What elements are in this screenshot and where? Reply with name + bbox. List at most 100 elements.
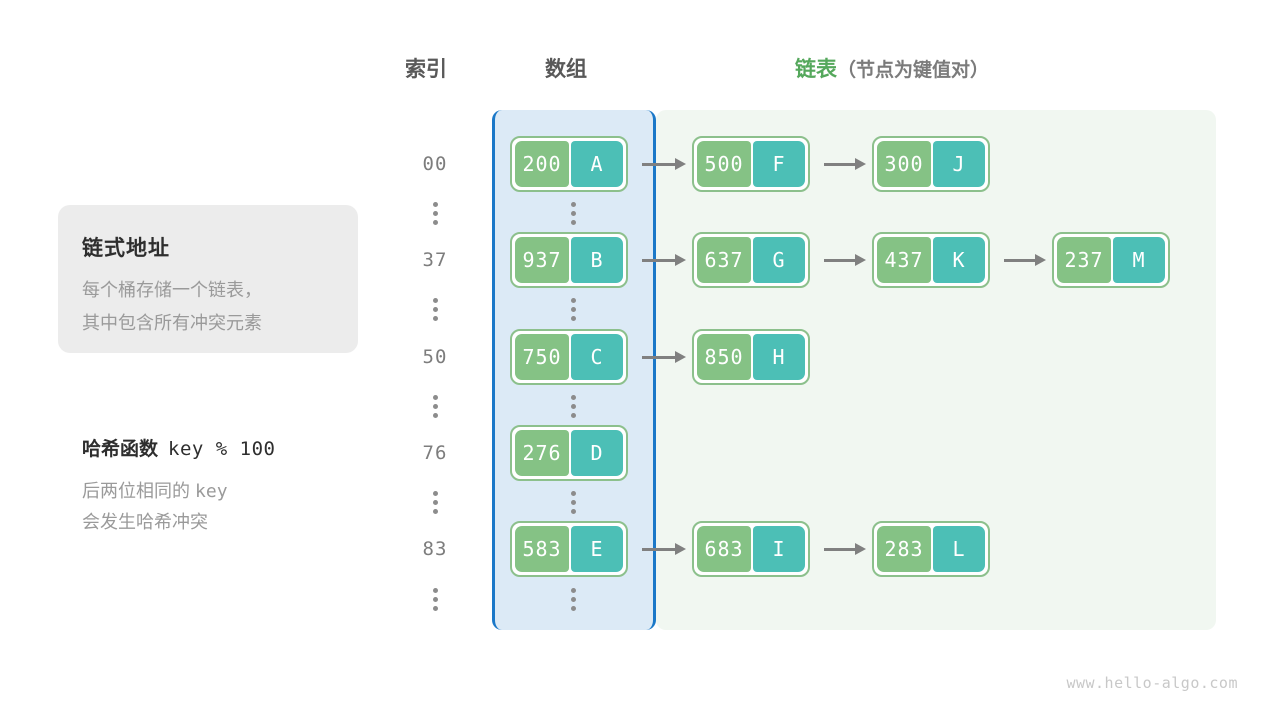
- array-ellipsis: [571, 491, 576, 514]
- ellipsis-dot: [571, 509, 576, 514]
- arrow-shaft: [1004, 258, 1035, 262]
- chain-node-key: 637: [697, 237, 751, 283]
- index-ellipsis: [433, 588, 438, 611]
- info-card-body-line1: 每个桶存储一个链表，: [82, 280, 262, 300]
- row-index-label: 76: [422, 442, 448, 464]
- ellipsis-dot: [571, 298, 576, 303]
- chain-node-value: L: [933, 526, 985, 572]
- chain-node-value: J: [933, 141, 985, 187]
- hash-function-formula: key % 100: [168, 438, 276, 460]
- info-card-body: 每个桶存储一个链表， 其中包含所有冲突元素: [82, 274, 344, 340]
- ellipsis-dot: [571, 211, 576, 216]
- array-ellipsis: [571, 298, 576, 321]
- bucket-node-key: 200: [515, 141, 569, 187]
- chain-node-value: M: [1113, 237, 1165, 283]
- chain-arrow: [824, 158, 866, 170]
- ellipsis-dot: [433, 395, 438, 400]
- ellipsis-dot: [433, 404, 438, 409]
- index-ellipsis: [433, 395, 438, 418]
- chain-node-value: G: [753, 237, 805, 283]
- bucket-node-value: E: [571, 526, 623, 572]
- row-index-label: 50: [422, 346, 448, 368]
- ellipsis-dot: [571, 491, 576, 496]
- ellipsis-dot: [571, 404, 576, 409]
- chain-arrow: [642, 543, 686, 555]
- ellipsis-dot: [571, 220, 576, 225]
- arrow-head-icon: [675, 254, 686, 266]
- arrow-head-icon: [1035, 254, 1046, 266]
- bucket-node-key: 750: [515, 334, 569, 380]
- arrow-head-icon: [675, 543, 686, 555]
- arrow-shaft: [824, 162, 855, 166]
- ellipsis-dot: [571, 307, 576, 312]
- chain-node-key: 437: [877, 237, 931, 283]
- chain-arrow: [1004, 254, 1046, 266]
- arrow-shaft: [642, 162, 675, 166]
- column-header-index: 索引: [405, 58, 447, 81]
- arrow-shaft: [642, 355, 675, 359]
- ellipsis-dot: [571, 606, 576, 611]
- ellipsis-dot: [433, 413, 438, 418]
- bucket-node-key: 276: [515, 430, 569, 476]
- arrow-shaft: [642, 547, 675, 551]
- chain-node-key: 500: [697, 141, 751, 187]
- hash-function-body-line1-code: key: [195, 481, 228, 502]
- ellipsis-dot: [571, 316, 576, 321]
- chain-node-key: 283: [877, 526, 931, 572]
- arrow-head-icon: [855, 254, 866, 266]
- bucket-node-value: B: [571, 237, 623, 283]
- arrow-shaft: [642, 258, 675, 262]
- chain-node-value: I: [753, 526, 805, 572]
- arrow-head-icon: [675, 158, 686, 170]
- ellipsis-dot: [433, 211, 438, 216]
- ellipsis-dot: [433, 298, 438, 303]
- chain-node-value: F: [753, 141, 805, 187]
- arrow-head-icon: [675, 351, 686, 363]
- ellipsis-dot: [571, 588, 576, 593]
- ellipsis-dot: [433, 220, 438, 225]
- info-card: [58, 205, 358, 353]
- index-ellipsis: [433, 202, 438, 225]
- arrow-shaft: [824, 547, 855, 551]
- chain-arrow: [824, 254, 866, 266]
- ellipsis-dot: [433, 606, 438, 611]
- chain-node-value: K: [933, 237, 985, 283]
- hash-function-body-line1: 后两位相同的 key: [82, 476, 362, 507]
- hash-function-body: 后两位相同的 key 会发生哈希冲突: [82, 476, 362, 538]
- bucket-node-value: D: [571, 430, 623, 476]
- info-card-body-line2: 其中包含所有冲突元素: [82, 313, 262, 333]
- row-index-label: 83: [422, 538, 448, 560]
- ellipsis-dot: [571, 395, 576, 400]
- ellipsis-dot: [571, 202, 576, 207]
- chain-arrow: [642, 158, 686, 170]
- arrow-head-icon: [855, 543, 866, 555]
- watermark: www.hello-algo.com: [1066, 674, 1238, 692]
- bucket-node-key: 937: [515, 237, 569, 283]
- chain-node-key: 850: [697, 334, 751, 380]
- ellipsis-dot: [571, 413, 576, 418]
- chain-arrow: [642, 351, 686, 363]
- chain-arrow: [642, 254, 686, 266]
- ellipsis-dot: [433, 202, 438, 207]
- column-header-linkedlist: 链表（节点为键值对）: [795, 53, 989, 83]
- chain-node-value: H: [753, 334, 805, 380]
- ellipsis-dot: [433, 307, 438, 312]
- ellipsis-dot: [571, 500, 576, 505]
- bucket-node-value: A: [571, 141, 623, 187]
- ellipsis-dot: [433, 509, 438, 514]
- hash-function-body-line1-text: 后两位相同的: [82, 481, 196, 501]
- array-ellipsis: [571, 395, 576, 418]
- row-index-label: 00: [422, 153, 448, 175]
- chain-arrow: [824, 543, 866, 555]
